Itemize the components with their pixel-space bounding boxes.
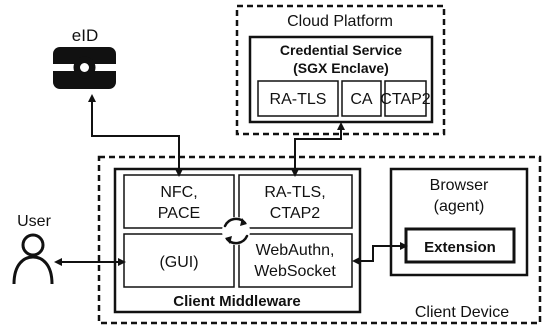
module-ctap2-label: CTAP2 [380, 91, 430, 108]
browser-agent-label: (agent) [434, 198, 485, 215]
ctap2-label: CTAP2 [270, 205, 320, 222]
user-label: User [17, 213, 51, 230]
module-ratls-box [257, 80, 339, 117]
browser-box [389, 167, 529, 277]
pace-label: PACE [158, 205, 200, 222]
module-ca-box [341, 80, 382, 117]
client-device-label: Client Device [415, 304, 509, 321]
credential-service-title: Credential Service [280, 42, 402, 58]
extension-label: Extension [424, 239, 496, 256]
module-ratls-label: RA-TLS [270, 91, 327, 108]
gui-label: (GUI) [159, 254, 198, 271]
module-ca-label: CA [350, 91, 373, 108]
credential-ratls-connector [291, 122, 345, 177]
webauthn-label: WebAuthn, [256, 242, 335, 259]
websocket-label: WebSocket [254, 263, 336, 280]
cloud-platform-label: Cloud Platform [287, 13, 393, 30]
eid-label: eID [72, 26, 98, 45]
module-ctap2-box [384, 80, 427, 117]
client-middleware-box [113, 167, 362, 314]
eid-card-icon [53, 47, 116, 89]
sync-icon [222, 217, 250, 245]
person-icon [12, 233, 54, 285]
nfc-label: NFC, [160, 184, 197, 201]
webauthn-extension-connector [352, 242, 408, 265]
browser-label: Browser [430, 177, 489, 194]
eid-nfc-connector [88, 94, 183, 177]
client-middleware-label: Client Middleware [173, 293, 301, 310]
cloud-platform-boundary [235, 4, 446, 136]
ratls-label: RA-TLS, [264, 184, 325, 201]
credential-service-subtitle: (SGX Enclave) [293, 60, 389, 76]
